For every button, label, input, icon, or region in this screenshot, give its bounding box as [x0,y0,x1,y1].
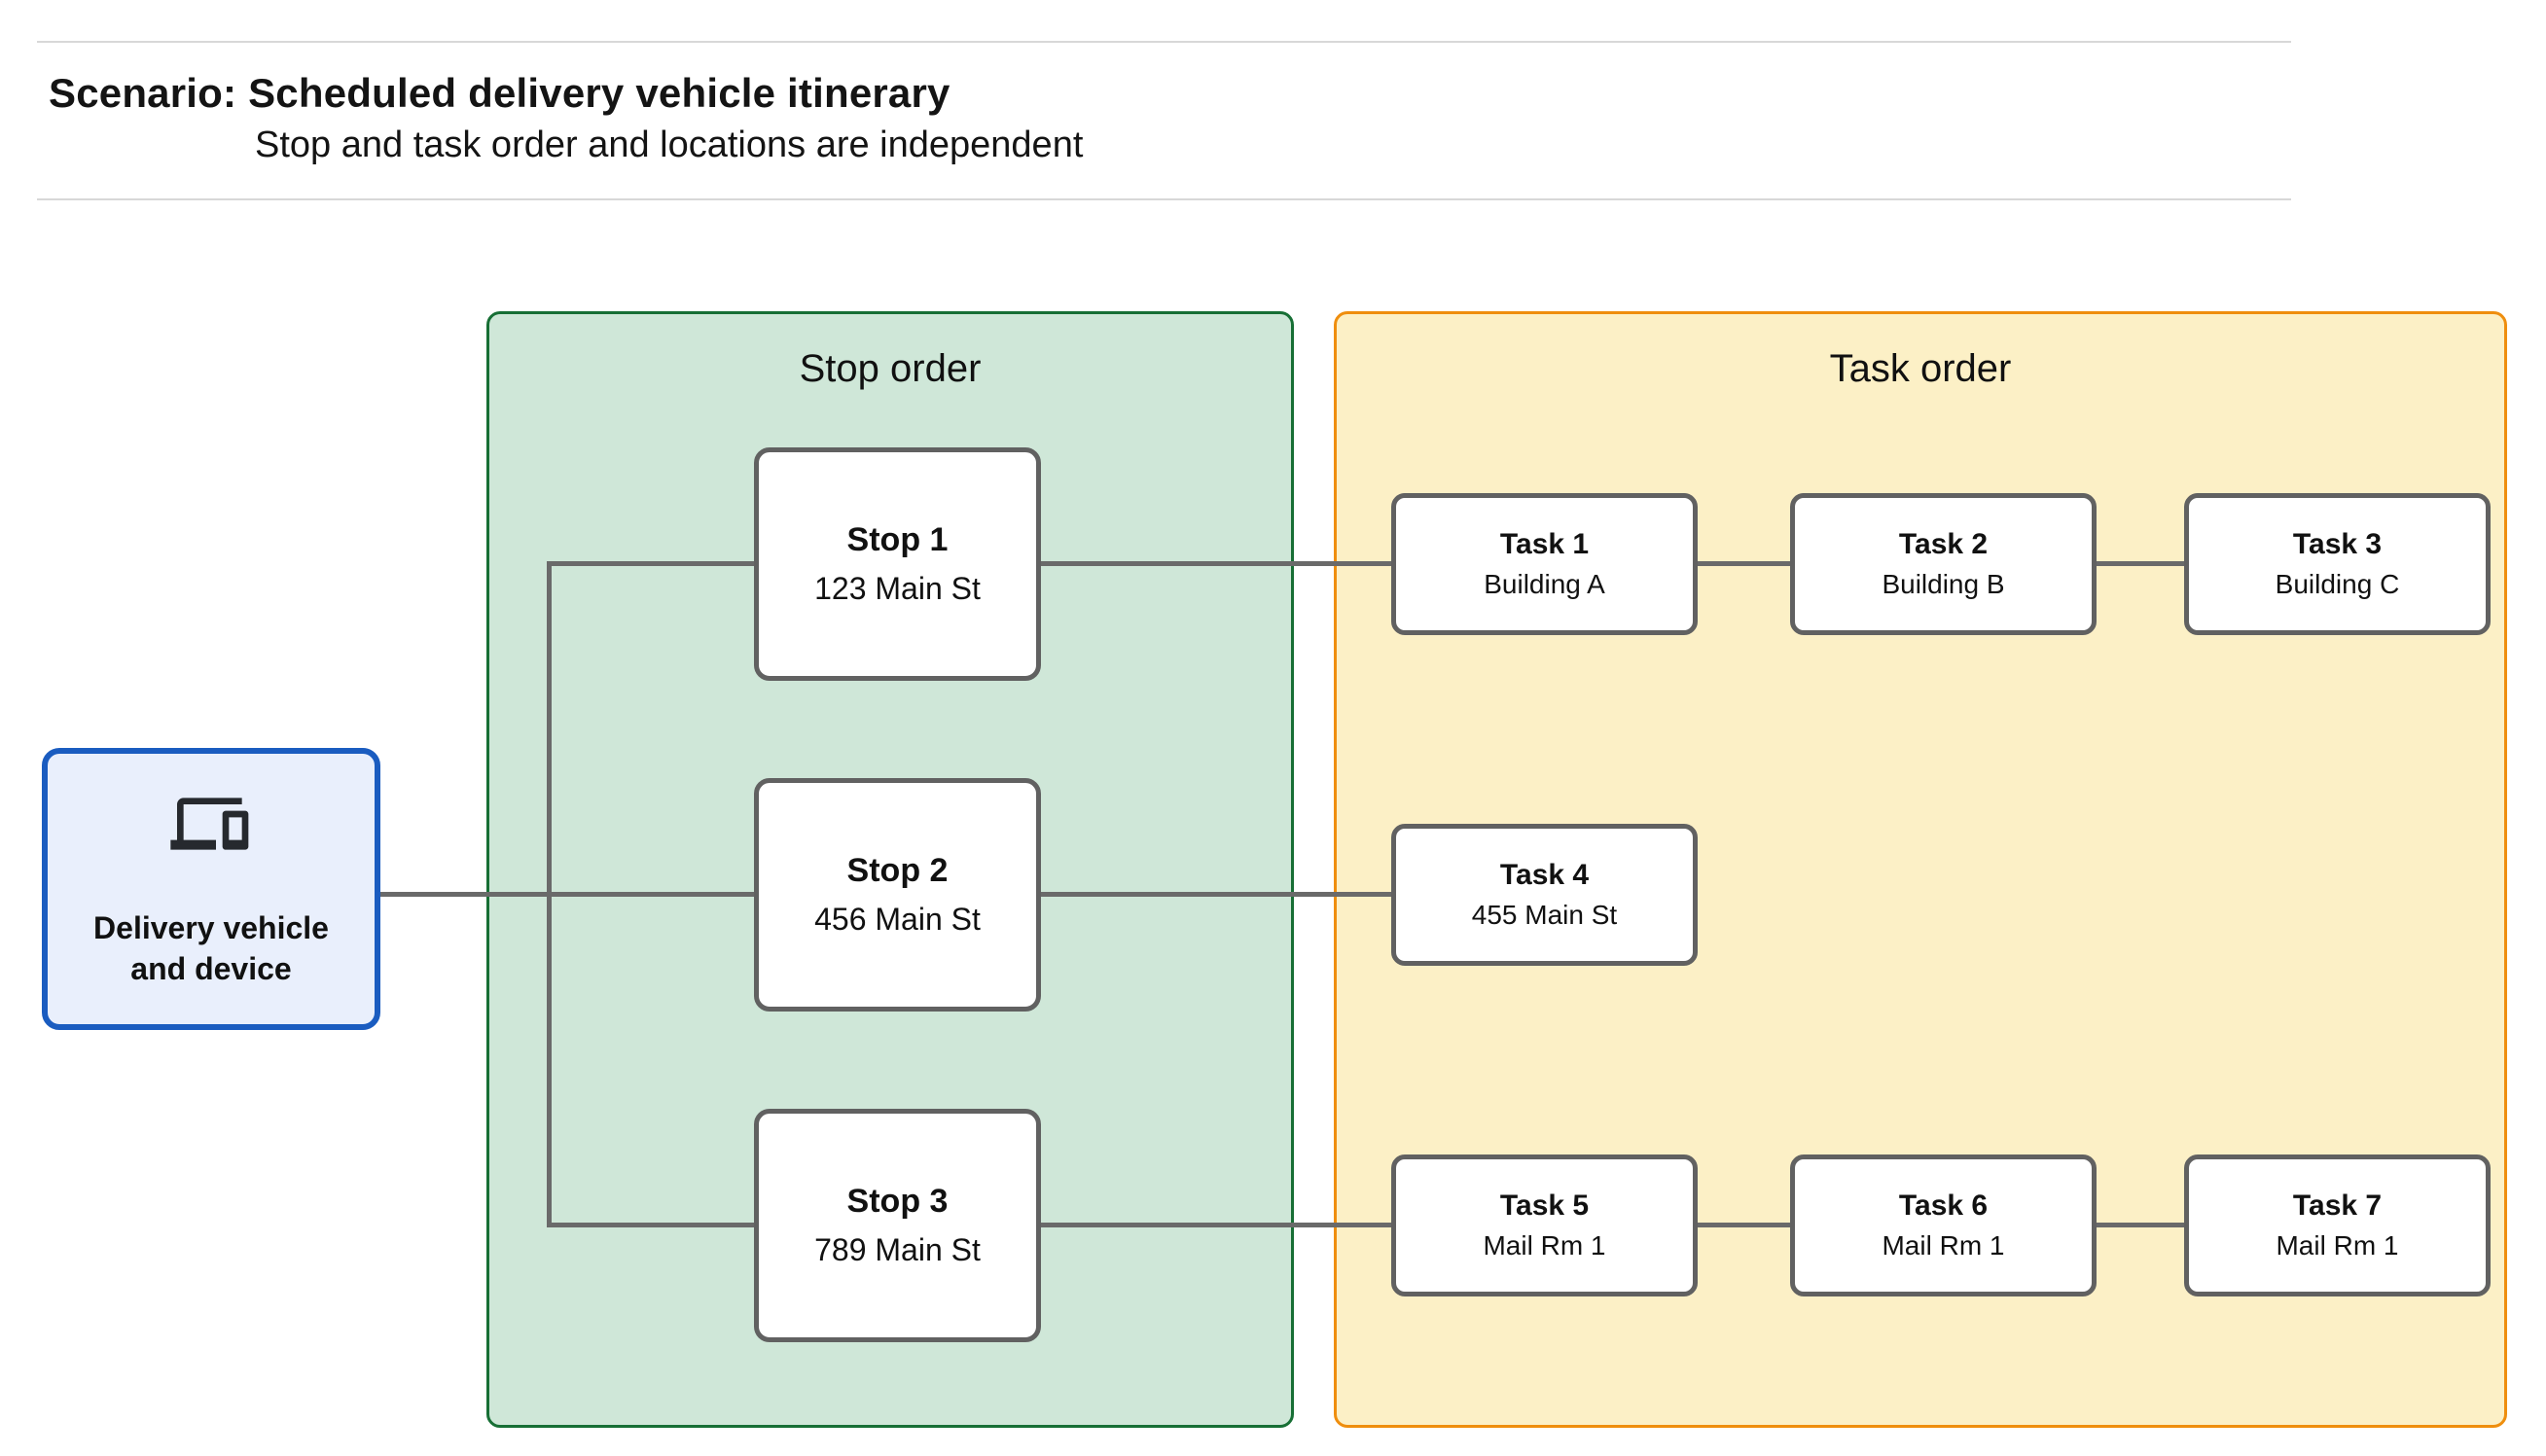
task-4-node: Task 4 455 Main St [1391,824,1698,966]
connector-trunk-to-stop1 [547,561,754,566]
task-1-location: Building A [1484,569,1605,599]
stop-2-node: Stop 2 456 Main St [754,778,1041,1012]
task-6-name: Task 6 [1898,1190,1989,1222]
stop-3-node: Stop 3 789 Main St [754,1109,1041,1342]
task-5-name: Task 5 [1499,1190,1590,1222]
page-subtitle: Stop and task order and locations are in… [255,124,1084,165]
stop-3-location: 789 Main St [814,1232,981,1267]
task-7-node: Task 7 Mail Rm 1 [2184,1154,2491,1296]
task-5-node: Task 5 Mail Rm 1 [1391,1154,1698,1296]
task-6-node: Task 6 Mail Rm 1 [1790,1154,2097,1296]
header-divider-top [37,41,2291,43]
task-7-location: Mail Rm 1 [2276,1230,2399,1261]
stop-1-name: Stop 1 [846,521,949,558]
devices-icon [170,795,252,853]
stop-1-node: Stop 1 123 Main St [754,447,1041,681]
stop-order-panel-title: Stop order [799,347,982,390]
task-3-name: Task 3 [2292,528,2383,560]
connector-trunk-to-stop3 [547,1223,754,1227]
connector-task5-to-task6 [1698,1223,1790,1227]
task-4-location: 455 Main St [1471,900,1618,930]
header-divider-bottom [37,198,2291,200]
task-1-node: Task 1 Building A [1391,493,1698,635]
connector-task2-to-task3 [2097,561,2184,566]
connector-stop3-to-task5 [1041,1223,1391,1227]
task-3-node: Task 3 Building C [2184,493,2491,635]
task-3-location: Building C [2275,569,2400,599]
task-4-name: Task 4 [1499,859,1590,891]
connector-stop1-to-task1 [1041,561,1391,566]
task-5-location: Mail Rm 1 [1483,1230,1606,1261]
connector-trunk-vertical [547,561,552,1227]
connector-task6-to-task7 [2097,1223,2184,1227]
task-order-panel-title: Task order [1829,347,2012,390]
connector-stop2-to-task4 [1041,892,1391,897]
delivery-vehicle-label: Delivery vehicle and device [93,910,329,987]
task-1-name: Task 1 [1499,528,1590,560]
task-7-name: Task 7 [2292,1190,2383,1222]
stop-3-name: Stop 3 [846,1183,949,1220]
stop-2-name: Stop 2 [846,852,949,889]
connector-task1-to-task2 [1698,561,1790,566]
task-6-location: Mail Rm 1 [1882,1230,2005,1261]
connector-device-to-trunk-and-stop2 [380,892,754,897]
task-2-location: Building B [1882,569,2005,599]
page-title: Scenario: Scheduled delivery vehicle iti… [49,70,950,116]
stop-1-location: 123 Main St [814,571,981,606]
stop-2-location: 456 Main St [814,902,981,937]
task-2-node: Task 2 Building B [1790,493,2097,635]
delivery-vehicle-node: Delivery vehicle and device [42,748,380,1030]
task-2-name: Task 2 [1898,528,1989,560]
